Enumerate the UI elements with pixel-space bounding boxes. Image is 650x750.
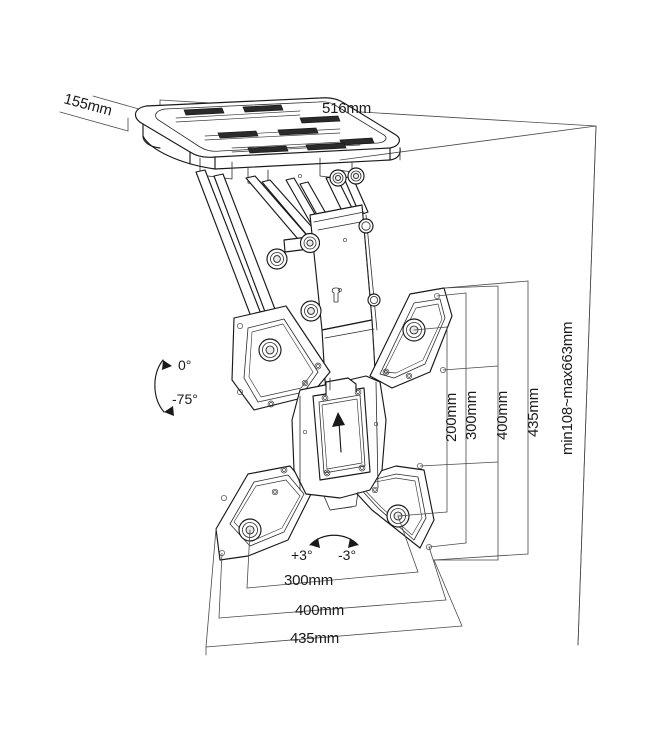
orientation-up-arrow-icon bbox=[332, 412, 345, 453]
pivot-joints bbox=[266, 167, 381, 322]
vesa-x-bracket bbox=[215, 287, 453, 561]
dimension-label-516mm: 516mm bbox=[322, 100, 371, 117]
dimension-label-400mm-horizontal: 400mm bbox=[295, 602, 344, 619]
tilt-angle-bottom-label: -75° bbox=[172, 391, 198, 407]
tilt-angle-indicator: 0° -75° bbox=[154, 357, 198, 416]
swivel-angle-left-label: +3° bbox=[291, 547, 313, 563]
dimension-frame-bottom: 300mm 400mm 435mm bbox=[205, 515, 463, 656]
bracket-center-hub bbox=[291, 375, 387, 511]
dimension-label-300mm-horizontal: 300mm bbox=[284, 572, 333, 589]
ceiling-mount-plate bbox=[134, 97, 401, 187]
tilt-angle-top-label: 0° bbox=[178, 357, 191, 373]
bracket-arm-upper-left bbox=[231, 305, 331, 411]
scissor-lift-mechanism bbox=[195, 167, 381, 397]
dimension-label-drop-range: min108~max663mm bbox=[559, 322, 576, 455]
dimension-frame-right: 200mm 300mm 400mm 435mm min108~max663mm bbox=[397, 125, 597, 646]
dimension-label-435mm-horizontal: 435mm bbox=[290, 630, 339, 647]
dimension-label-435mm-vertical: 435mm bbox=[525, 388, 542, 437]
dimension-label-200mm: 200mm bbox=[443, 393, 460, 442]
dimension-label-400mm-vertical: 400mm bbox=[494, 391, 511, 440]
swivel-angle-right-label: -3° bbox=[338, 547, 356, 563]
swivel-angle-indicator: +3° -3° bbox=[291, 534, 359, 563]
dimension-label-300mm-vertical: 300mm bbox=[463, 391, 480, 440]
bracket-arm-lower-left bbox=[215, 465, 313, 561]
